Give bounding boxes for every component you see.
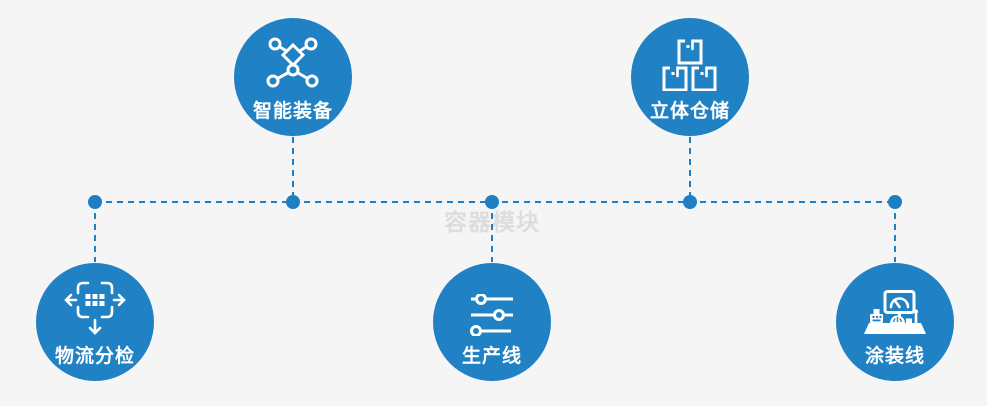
network-nodes-icon xyxy=(261,33,325,91)
junction-dot xyxy=(286,195,300,209)
node-production-line: 生产线 xyxy=(433,263,551,381)
stacked-boxes-icon xyxy=(662,33,718,91)
node-label: 立体仓储 xyxy=(649,101,730,122)
junction-dot xyxy=(683,195,697,209)
junction-dot xyxy=(485,195,499,209)
node-logistics-sorting: 物流分检 xyxy=(36,263,154,381)
node-label: 智能装备 xyxy=(252,101,333,122)
node-label: 涂装线 xyxy=(864,346,925,367)
node-smart-equipment: 智能装备 xyxy=(234,18,352,136)
painting-machine-icon xyxy=(860,278,930,336)
junction-dot xyxy=(88,195,102,209)
crossroads-sorting-icon xyxy=(64,278,126,336)
node-label: 生产线 xyxy=(461,346,522,367)
node-warehouse: 立体仓储 xyxy=(631,18,749,136)
node-label: 物流分检 xyxy=(54,346,135,367)
node-coating-line: 涂装线 xyxy=(836,263,954,381)
junction-dot xyxy=(888,195,902,209)
sliders-icon xyxy=(469,278,515,336)
